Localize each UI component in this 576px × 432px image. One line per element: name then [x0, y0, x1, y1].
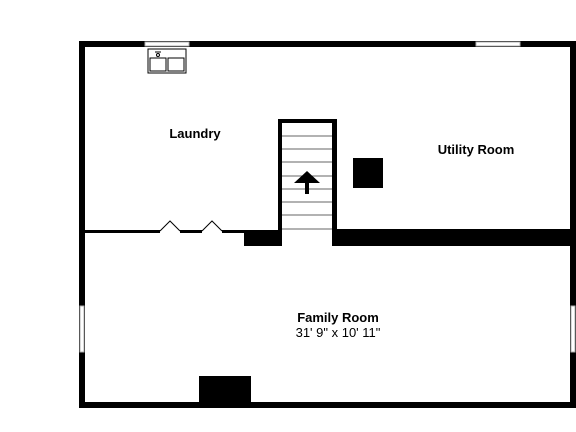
room-label-utility: Utility Room [438, 142, 515, 157]
wall-top [79, 41, 576, 47]
room-label-family: Family Room [297, 310, 379, 325]
stairs[interactable] [282, 135, 332, 230]
wall-left [79, 41, 85, 408]
room-dimensions-family: 31' 9" x 10' 11" [296, 325, 381, 340]
window-right [570, 305, 576, 353]
wall-laundry-left [85, 230, 160, 233]
windows [79, 41, 576, 353]
wall-bottom [79, 402, 576, 408]
arrow-up-icon [294, 171, 320, 194]
wall-right [570, 41, 576, 408]
window-top-left [144, 41, 190, 47]
utility-block [353, 158, 383, 188]
wall-laundry-right [222, 230, 244, 233]
window-top-right [475, 41, 521, 47]
laundry-sink-icon [147, 48, 187, 74]
door-left [159, 220, 181, 232]
wall-stair-left [278, 119, 282, 246]
wall-laundry-mid [180, 230, 202, 233]
window-left [79, 305, 85, 353]
wall-stair-right [332, 119, 337, 246]
wall-utility-bottom [332, 229, 570, 246]
exterior-walls [79, 41, 576, 408]
wall-stair-top [278, 119, 337, 123]
fireplace [199, 376, 251, 403]
wall-stair-ledge [244, 230, 280, 246]
room-label-laundry: Laundry [169, 126, 221, 141]
bifold-doors [159, 220, 223, 232]
door-right [201, 220, 223, 232]
interior-walls [85, 119, 570, 246]
